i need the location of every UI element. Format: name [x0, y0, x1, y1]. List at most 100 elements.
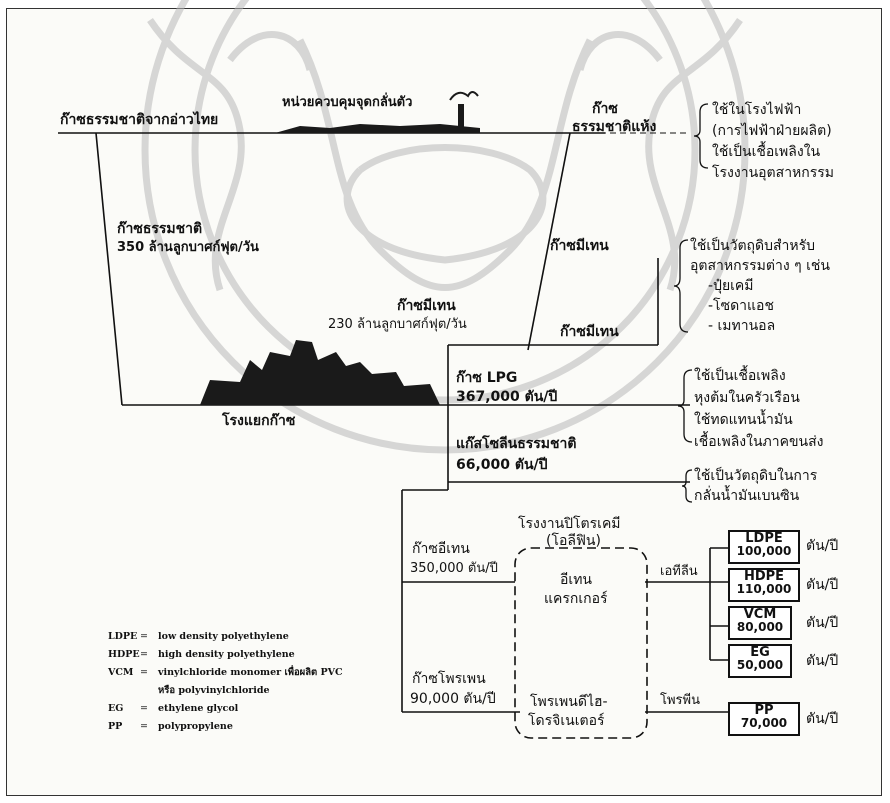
use-line: เชื้อเพลิงในภาคขนส่ง: [694, 434, 824, 450]
product-box-pp: PP 70,000: [728, 702, 800, 736]
legend-row: VCM = vinylchloride monomer เพื่อผลิต PVC: [108, 664, 343, 682]
legend-def: low density polyethylene: [158, 631, 289, 642]
methane-return-line: [527, 132, 571, 351]
legend-row: HDPE= high density polyethylene: [108, 646, 343, 664]
legend-row: หรือ polyvinylchloride: [108, 682, 343, 700]
olefin-plant-box: [514, 547, 648, 739]
propylene-label: โพรพีน: [660, 693, 700, 708]
legend-abbr: LDPE: [108, 631, 138, 642]
legend-def: polypropylene: [158, 721, 233, 732]
legend-abbr: [108, 682, 140, 700]
legend-row: EG = ethylene glycol: [108, 700, 343, 718]
natural-gas-label: ก๊าซธรรมชาติ: [117, 221, 203, 237]
ngl-qty: 66,000 ตัน/ปี: [456, 457, 548, 473]
legend-def: vinylchloride monomer เพื่อผลิต PVC: [158, 667, 343, 678]
legend-def: high density polyethylene: [158, 649, 295, 660]
dry-gas-uses: ใช้ในโรงไฟฟ้า (การไฟฟ้าฝ่ายผลิต) ใช้เป็น…: [712, 100, 834, 184]
product-qty: 100,000: [736, 544, 792, 558]
dry-gas-label-1: ก๊าซ: [592, 101, 618, 117]
ethane-cracker-2: แครกเกอร์: [544, 591, 608, 607]
product-qty: 50,000: [736, 658, 784, 672]
gulf-gas-label: ก๊าซธรรมชาติจากอ่าวไทย: [60, 112, 219, 128]
use-line: ใช้เป็นวัตถุดิบในการ: [694, 468, 818, 484]
legend-abbr: PP: [108, 721, 123, 732]
legend-eq: =: [140, 703, 148, 714]
legend-def: ethylene glycol: [158, 703, 239, 714]
product-box-vcm: VCM 80,000: [728, 606, 792, 640]
product-qty: 70,000: [740, 716, 788, 730]
ngl-brace: [681, 469, 693, 503]
use-line: อุตสาหกรรมต่าง ๆ เช่น: [690, 258, 830, 274]
use-line: ใช้เป็นเชื้อเพลิงใน: [712, 144, 821, 160]
methane-uses: ใช้เป็นวัตถุดิบสำหรับ อุตสาหกรรมต่าง ๆ เ…: [690, 236, 830, 336]
legend-abbr: EG: [108, 703, 124, 714]
product-name: PP: [754, 703, 774, 718]
petchem-label-2: (โอลีฟิน): [546, 533, 601, 549]
ethane-qty: 350,000 ตัน/ปี: [410, 561, 498, 576]
legend-row: LDPE= low density polyethylene: [108, 628, 343, 646]
methane-flow: 230 ล้านลูกบาศก์ฟุต/วัน: [328, 317, 467, 332]
legend-abbr: HDPE: [108, 649, 140, 660]
methane-brace: [673, 239, 689, 333]
legend-eq: =: [140, 667, 148, 678]
abbreviation-legend: LDPE=low density polyethylene HDPE=high …: [108, 628, 343, 736]
use-line: ใช้เป็นวัตถุดิบสำหรับ: [690, 238, 816, 254]
product-unit: ตัน/ปี: [806, 653, 839, 669]
dry-gas-label-2: ธรรมชาติแห้ง: [572, 119, 657, 135]
legend-row: PP = polypropylene: [108, 718, 343, 736]
legend-eq: =: [140, 631, 148, 642]
dew-point-unit-silhouette: [275, 124, 480, 133]
product-qty: 80,000: [736, 620, 784, 634]
pdh-label-1: โพรเพนดีไฮ-: [530, 694, 608, 710]
legend-def: หรือ polyvinylchloride: [158, 685, 270, 696]
lpg-label: ก๊าซ LPG: [456, 370, 518, 386]
legend-abbr: VCM: [108, 667, 134, 678]
natural-gas-flow: 350 ล้านลูกบาศก์ฟุต/วัน: [117, 240, 259, 255]
ethylene-label: เอทีลีน: [660, 564, 698, 579]
product-unit: ตัน/ปี: [806, 538, 839, 554]
lpg-qty: 367,000 ตัน/ปี: [456, 389, 558, 405]
legend-eq: =: [140, 649, 148, 660]
product-box-hdpe: HDPE 110,000: [728, 568, 800, 602]
gas-plant-label: โรงแยกก๊าซ: [222, 413, 296, 429]
legend-eq: [140, 682, 158, 700]
lpg-uses: ใช้เป็นเชื้อเพลิง หุงต้มในครัวเรือน ใช้ท…: [694, 365, 824, 453]
ethane-label: ก๊าซอีเทน: [412, 541, 470, 557]
product-unit: ตัน/ปี: [806, 615, 839, 631]
lpg-brace: [677, 369, 693, 443]
use-line: ใช้ในโรงไฟฟ้า: [712, 102, 802, 118]
pdh-label-2: โดรจิเนเตอร์: [528, 713, 605, 729]
use-line: - เมทานอล: [708, 318, 776, 334]
use-line: หุงต้มในครัวเรือน: [694, 390, 800, 406]
gas-plant-silhouette: [200, 340, 440, 405]
natural-gas-line: [95, 132, 123, 406]
propane-qty: 90,000 ตัน/ปี: [410, 691, 496, 707]
product-qty: 110,000: [736, 582, 792, 596]
product-name: HDPE: [743, 569, 785, 584]
legend-eq: =: [140, 721, 148, 732]
dry-gas-brace: [693, 103, 709, 169]
petchem-label-1: โรงงานปิโตรเคมี: [518, 516, 621, 532]
methane-right-label: ก๊าซมีเทน: [560, 324, 619, 340]
product-name: VCM: [743, 607, 777, 622]
use-line: โรงงานอุตสาหกรรม: [712, 165, 835, 181]
use-line: (การไฟฟ้าฝ่ายผลิต): [712, 123, 832, 139]
use-line: ใช้เป็นเชื้อเพลิง: [694, 368, 786, 384]
methane-up-label: ก๊าซมีเทน: [550, 238, 609, 254]
use-line: กลั่นน้ำมันเบนซิน: [694, 488, 800, 504]
use-line: ใช้ทดแทนน้ำมัน: [694, 412, 793, 428]
methane-mid-label: ก๊าซมีเทน: [397, 298, 456, 314]
product-unit: ตัน/ปี: [806, 711, 839, 727]
product-box-ldpe: LDPE 100,000: [728, 530, 800, 564]
ngl-uses: ใช้เป็นวัตถุดิบในการ กลั่นน้ำมันเบนซิน: [694, 466, 817, 506]
dew-point-unit-label: หน่วยควบคุมจุดกลั่นตัว: [282, 95, 413, 110]
ngl-label: แก๊สโซลีนธรรมชาติ: [456, 436, 577, 452]
product-unit: ตัน/ปี: [806, 577, 839, 593]
product-name: EG: [750, 645, 770, 660]
use-line: -โซดาแอช: [708, 298, 774, 314]
product-name: LDPE: [745, 531, 783, 546]
propane-label: ก๊าซโพรเพน: [412, 671, 486, 687]
ethane-cracker-1: อีเทน: [560, 572, 592, 588]
